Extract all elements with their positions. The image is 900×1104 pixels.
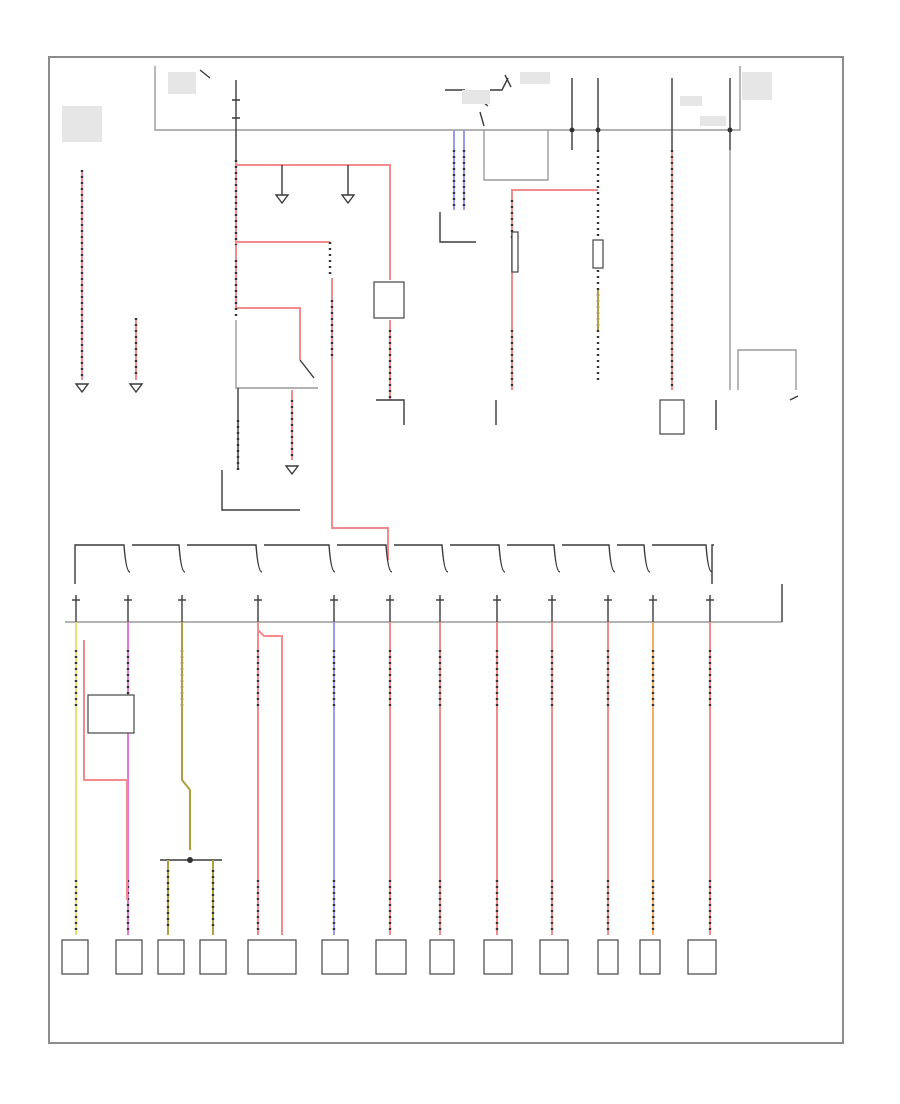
diode-component	[511, 231, 519, 273]
component-lead	[376, 399, 405, 425]
label-block	[520, 72, 550, 84]
component-box	[429, 939, 455, 975]
battery-switch-contact	[479, 111, 485, 127]
ground-symbol	[284, 465, 300, 476]
fuse-drops	[72, 595, 714, 935]
fuse-block-top	[74, 544, 714, 584]
fuse-block	[65, 544, 783, 623]
component-box	[199, 939, 227, 975]
ground-symbol	[74, 383, 90, 394]
main-fuse-mark	[232, 99, 240, 119]
wire-red	[235, 245, 301, 360]
junction-dot	[727, 127, 733, 133]
mid-wires	[74, 130, 799, 560]
component-box	[115, 939, 143, 975]
fuse-element	[592, 239, 604, 269]
component-box	[375, 939, 407, 975]
junction-dot	[569, 127, 575, 133]
wire-red	[331, 278, 389, 560]
wire-red	[511, 189, 598, 250]
component-box	[597, 939, 619, 975]
label-block	[680, 96, 702, 106]
ground-symbol	[128, 383, 144, 394]
wire-red	[236, 164, 391, 280]
label-block	[168, 72, 196, 94]
relay-box	[235, 320, 318, 389]
bottom-left-wiring	[83, 629, 283, 935]
component-box	[157, 939, 185, 975]
bottom-components	[61, 939, 717, 975]
component-box	[539, 939, 569, 975]
relay-component	[373, 281, 405, 319]
relay-switch	[299, 359, 315, 379]
component-box	[87, 694, 135, 734]
diagram-frame	[48, 56, 844, 1044]
top-bus-area	[62, 66, 772, 160]
splice-dot	[187, 857, 193, 863]
wire-dark	[221, 470, 300, 511]
component-box	[61, 939, 89, 975]
label-block	[742, 72, 772, 100]
component-box	[659, 399, 685, 435]
label-block	[62, 106, 102, 142]
component-box	[483, 939, 513, 975]
wire-gray	[737, 349, 797, 390]
wire-red	[83, 640, 128, 900]
mid-connector	[483, 130, 549, 181]
component-box	[247, 939, 297, 975]
wire-olive	[181, 640, 191, 850]
label-block	[462, 90, 490, 104]
top-power-box	[154, 66, 741, 131]
top-left-switch	[199, 69, 211, 79]
component-lead	[715, 395, 799, 430]
label-block	[700, 116, 726, 126]
battery-switch-blade	[504, 74, 512, 88]
component-box	[321, 939, 349, 975]
wire-red	[257, 629, 283, 935]
component-box	[639, 939, 661, 975]
component-lead	[439, 212, 476, 243]
junction-dot	[595, 127, 601, 133]
ground-symbol	[274, 194, 356, 205]
component-box	[687, 939, 717, 975]
